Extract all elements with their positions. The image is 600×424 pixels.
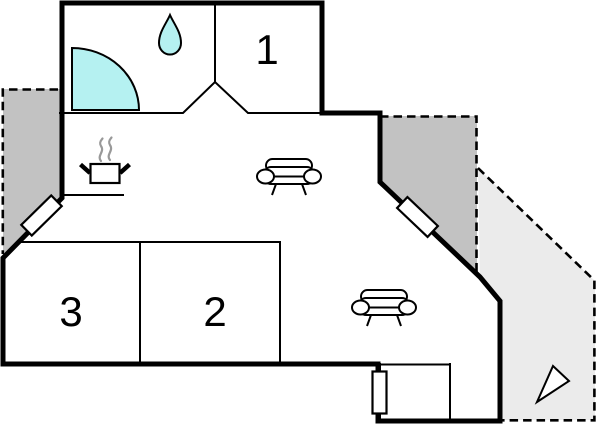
door-marker-front-entrance (371, 370, 388, 415)
steam-line-icon (98, 137, 104, 163)
north-arrow-icon (534, 364, 571, 405)
door-marker-right-terrace (395, 195, 440, 239)
water-drop-icon (157, 12, 183, 56)
terrace-right-dashed-border (477, 167, 596, 422)
steam-line-icon (107, 136, 113, 162)
terrace-upper-right-dashed-border (380, 115, 478, 274)
pot-body (89, 162, 121, 185)
terrace-right (478, 168, 595, 420)
terrace-left-dashed-border (1, 88, 58, 254)
door-marker-left-terrace (19, 193, 64, 238)
room-2-label: 2 (203, 288, 226, 335)
room-1-label: 1 (255, 26, 278, 73)
terrace-left (3, 89, 62, 256)
shower-icon (71, 46, 141, 111)
pot-handle-right (118, 162, 132, 175)
terrace-upper-right (381, 116, 477, 275)
room-3-label: 3 (59, 288, 82, 335)
pot-handle-left (78, 162, 92, 175)
stove-pot-icon (78, 136, 132, 185)
